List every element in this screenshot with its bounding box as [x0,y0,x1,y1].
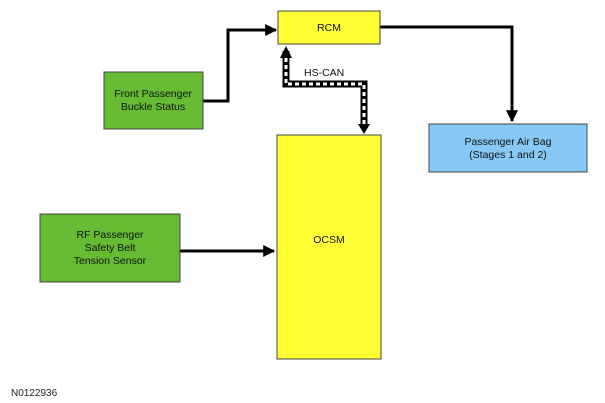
rcm-to-airbag-arrow [380,25,518,123]
rf-tension-sensor-line-1: RF Passenger [76,229,144,241]
rf-tension-sensor-block: RF Passenger Safety Belt Tension Sensor [39,213,181,283]
front-passenger-buckle-line-1: Front Passenger [114,88,192,100]
hs-can-arrowhead-down [358,124,370,134]
rf-tension-sensor-line-2: Safety Belt [85,242,136,254]
passenger-air-bag-line-1: Passenger Air Bag [465,136,552,148]
hs-can-bus [280,46,370,134]
front-passenger-buckle-box [103,71,204,130]
figure-id: N0122936 [11,388,58,399]
front-passenger-buckle-line-2: Buckle Status [121,101,185,113]
hs-can-arrowhead-up [280,46,292,58]
front-passenger-buckle-block: Front Passenger Buckle Status [103,71,204,130]
rf-tension-sensor-box [39,213,181,283]
rcm-label: RCM [317,22,341,34]
buckle-to-rcm-arrow [203,24,278,103]
rf-tension-sensor-line-3: Tension Sensor [74,255,147,267]
ocsm-box [276,134,382,360]
passenger-air-bag-line-2: (Stages 1 and 2) [469,149,547,161]
rcm-block: RCM [277,10,381,45]
hs-can-label: HS-CAN [304,67,344,79]
passenger-air-bag-box [428,123,588,173]
ocsm-block: OCSM [276,134,382,360]
passenger-air-bag-block: Passenger Air Bag (Stages 1 and 2) [428,123,588,173]
rcm-box [277,10,381,45]
ocsm-label: OCSM [313,234,345,246]
